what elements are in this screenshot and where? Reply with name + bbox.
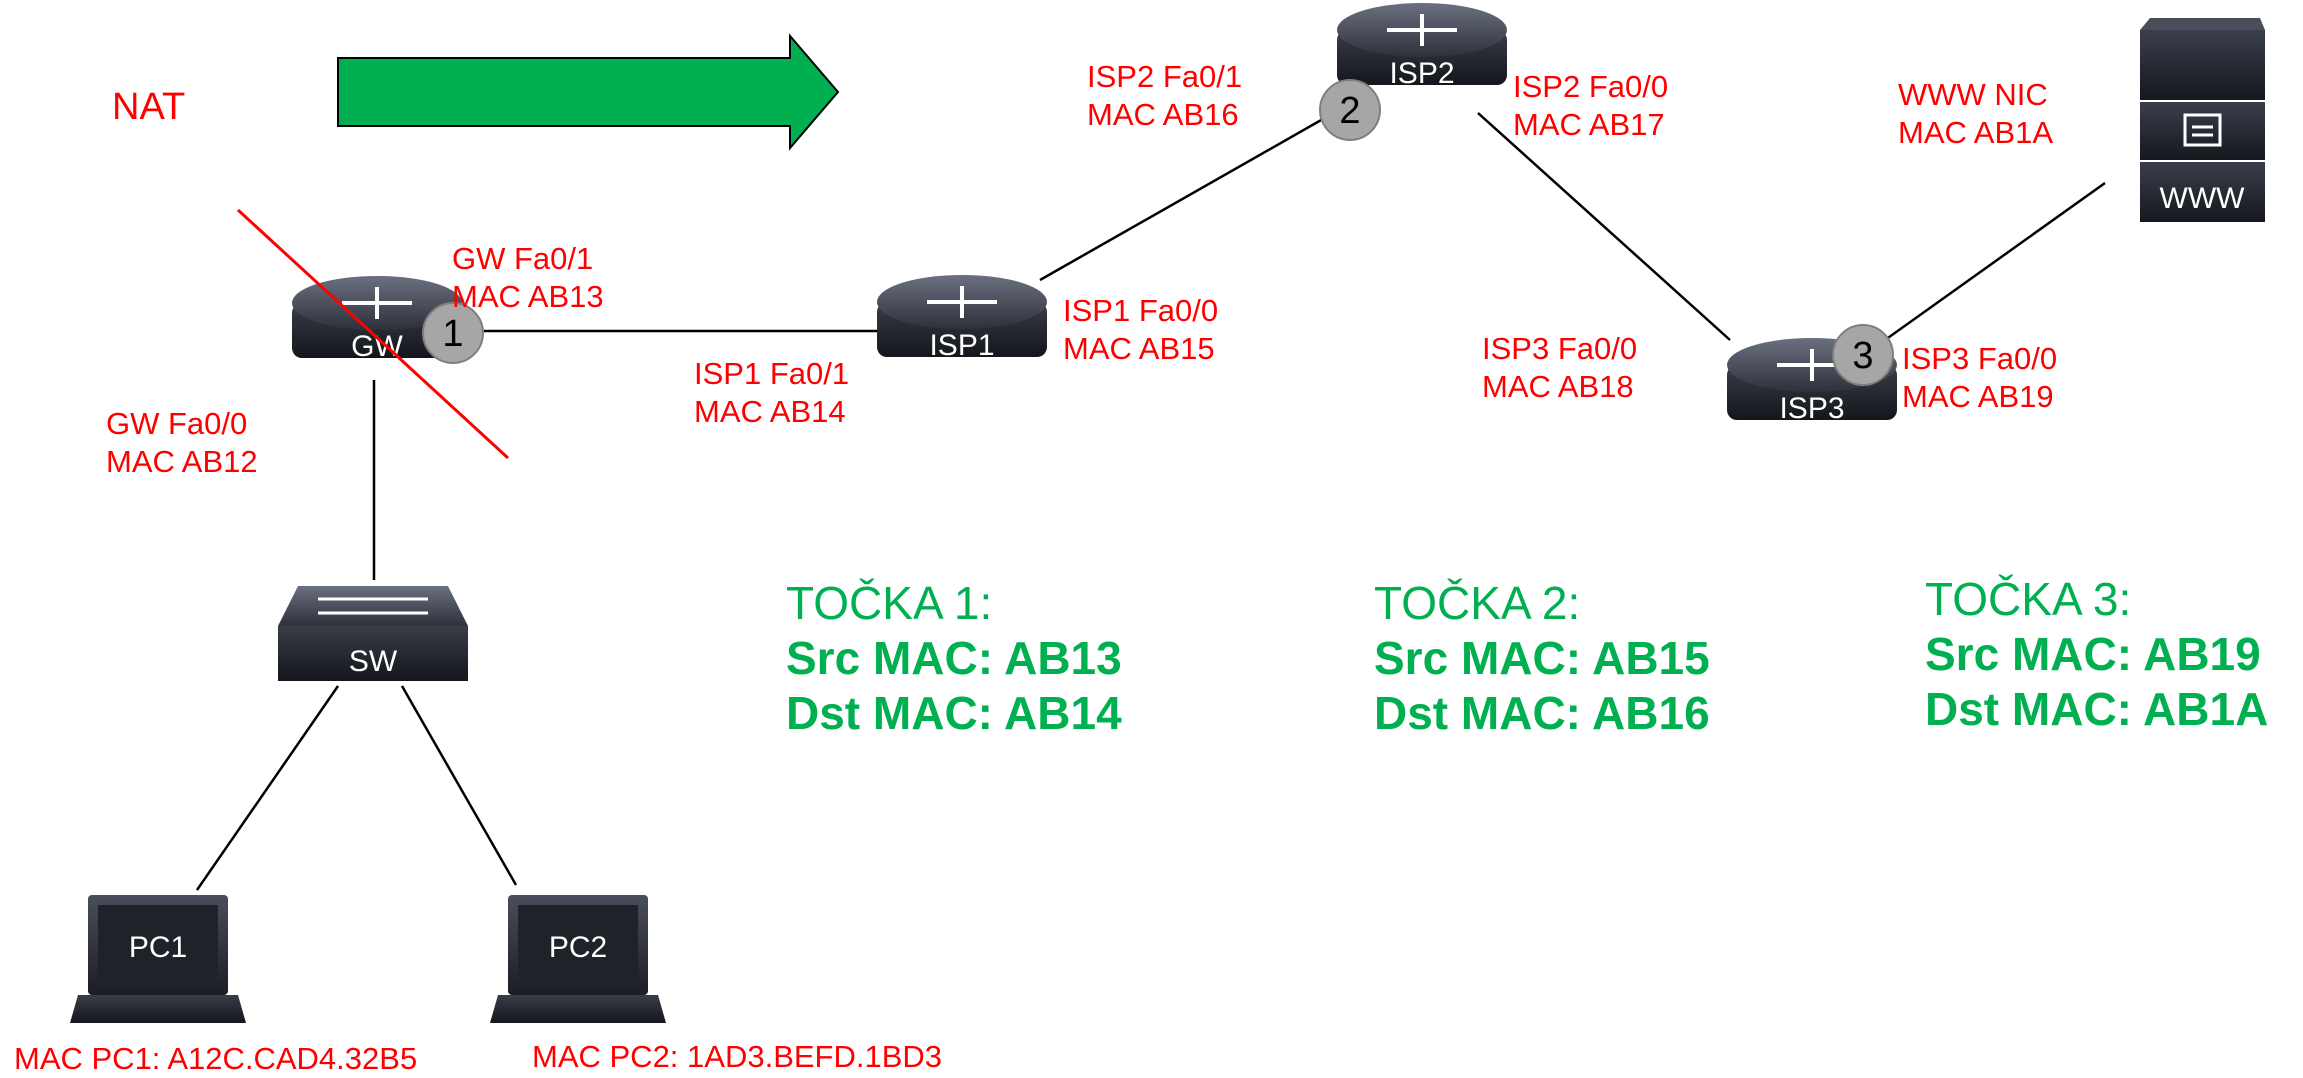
www-nic-interface: WWW NIC — [1898, 77, 2048, 112]
pc1-mac-label: MAC PC1: A12C.CAD4.32B5 — [14, 1041, 418, 1076]
point-2-title: TOČKA 2: — [1374, 577, 1581, 629]
router-isp1: ISP1 — [877, 275, 1047, 362]
point-1-src: Src MAC: AB13 — [786, 632, 1122, 684]
router-isp2: ISP2 — [1337, 3, 1507, 90]
gw-fa00-interface: GW Fa0/0 — [106, 406, 248, 441]
nat-label: NAT — [112, 86, 186, 128]
switch-arrows-icon — [318, 597, 428, 615]
isp2-fa00-label: ISP2 Fa0/0 MAC AB17 — [1513, 68, 1668, 144]
point-2: TOČKA 2: Src MAC: AB15 Dst MAC: AB16 — [1374, 576, 1710, 741]
links — [195, 112, 2106, 891]
isp2-fa00-interface: ISP2 Fa0/0 — [1513, 69, 1669, 104]
isp2-label: ISP2 — [1389, 57, 1454, 90]
pc1-laptop: PC1 — [70, 895, 246, 1023]
isp2-fa01-label: ISP2 Fa0/1 MAC AB16 — [1087, 58, 1242, 134]
router-arrows-icon — [342, 287, 412, 319]
isp3-fa00-left-interface: ISP3 Fa0/0 — [1482, 331, 1638, 366]
gw-fa00-label: GW Fa0/0 MAC AB12 — [106, 405, 258, 481]
isp3-label: ISP3 — [1779, 392, 1844, 425]
badge-3-number: 3 — [1852, 335, 1873, 377]
point-3-dst: Dst MAC: AB1A — [1925, 683, 2269, 735]
link-sw-pc1 — [195, 685, 340, 891]
isp3-fa00-left-mac: MAC AB18 — [1482, 369, 1634, 404]
isp1-fa00-interface: ISP1 Fa0/0 — [1063, 293, 1219, 328]
flow-arrow — [337, 33, 840, 151]
isp1-label: ISP1 — [929, 329, 994, 362]
isp3-fa00-right-label: ISP3 Fa0/0 MAC AB19 — [1902, 340, 2057, 416]
isp1-fa00-mac: MAC AB15 — [1063, 331, 1215, 366]
isp2-fa01-interface: ISP2 Fa0/1 — [1087, 59, 1243, 94]
isp3-fa00-right-interface: ISP3 Fa0/0 — [1902, 341, 2058, 376]
www-nic-label: WWW NIC MAC AB1A — [1898, 76, 2053, 152]
isp1-fa01-mac: MAC AB14 — [694, 394, 846, 429]
link-isp2-isp3 — [1477, 112, 1731, 341]
isp1-fa01-interface: ISP1 Fa0/1 — [694, 356, 850, 391]
isp1-fa01-label: ISP1 Fa0/1 MAC AB14 — [694, 355, 849, 431]
server-panel-icon — [2183, 113, 2222, 147]
badge-1-number: 1 — [442, 313, 463, 355]
point-1-dst: Dst MAC: AB14 — [786, 687, 1122, 739]
router-gw: GW — [292, 276, 462, 363]
router-arrows-icon — [927, 286, 997, 318]
switch-sw: SW — [278, 586, 468, 681]
isp2-fa01-mac: MAC AB16 — [1087, 97, 1239, 132]
link-isp1-isp2 — [1039, 113, 1331, 282]
www-label: WWW — [2160, 182, 2246, 215]
gw-fa01-interface: GW Fa0/1 — [452, 241, 594, 276]
pc1-label: PC1 — [129, 931, 187, 964]
badge-2-number: 2 — [1339, 90, 1360, 132]
point-2-dst: Dst MAC: AB16 — [1374, 687, 1710, 739]
www-server: WWW — [2140, 18, 2265, 222]
sw-label: SW — [349, 645, 398, 678]
link-isp3-www — [1884, 181, 2106, 342]
point-2-src: Src MAC: AB15 — [1374, 632, 1710, 684]
isp1-fa00-label: ISP1 Fa0/0 MAC AB15 — [1063, 292, 1218, 368]
badge-3: 3 — [1832, 324, 1894, 386]
gw-fa00-mac: MAC AB12 — [106, 444, 258, 479]
nat-cross-line — [236, 208, 510, 460]
pc2-mac-label: MAC PC2: 1AD3.BEFD.1BD3 — [532, 1039, 943, 1074]
router-arrows-icon — [1387, 14, 1457, 46]
point-3-src: Src MAC: AB19 — [1925, 628, 2261, 680]
point-1-title: TOČKA 1: — [786, 577, 993, 629]
pc2-laptop: PC2 — [490, 895, 666, 1023]
isp2-fa00-mac: MAC AB17 — [1513, 107, 1665, 142]
isp3-fa00-left-label: ISP3 Fa0/0 MAC AB18 — [1482, 330, 1637, 406]
badge-2: 2 — [1319, 79, 1381, 141]
badge-1: 1 — [422, 302, 484, 364]
gw-fa01-label: GW Fa0/1 MAC AB13 — [452, 240, 604, 316]
pc2-label: PC2 — [549, 931, 607, 964]
link-sw-pc2 — [400, 685, 518, 886]
point-1: TOČKA 1: Src MAC: AB13 Dst MAC: AB14 — [786, 576, 1122, 741]
www-nic-mac: MAC AB1A — [1898, 115, 2054, 150]
point-3: TOČKA 3: Src MAC: AB19 Dst MAC: AB1A — [1925, 572, 2268, 737]
isp3-fa00-right-mac: MAC AB19 — [1902, 379, 2054, 414]
gw-fa01-mac: MAC AB13 — [452, 279, 604, 314]
gw-label: GW — [351, 330, 403, 363]
point-3-title: TOČKA 3: — [1925, 573, 2132, 625]
